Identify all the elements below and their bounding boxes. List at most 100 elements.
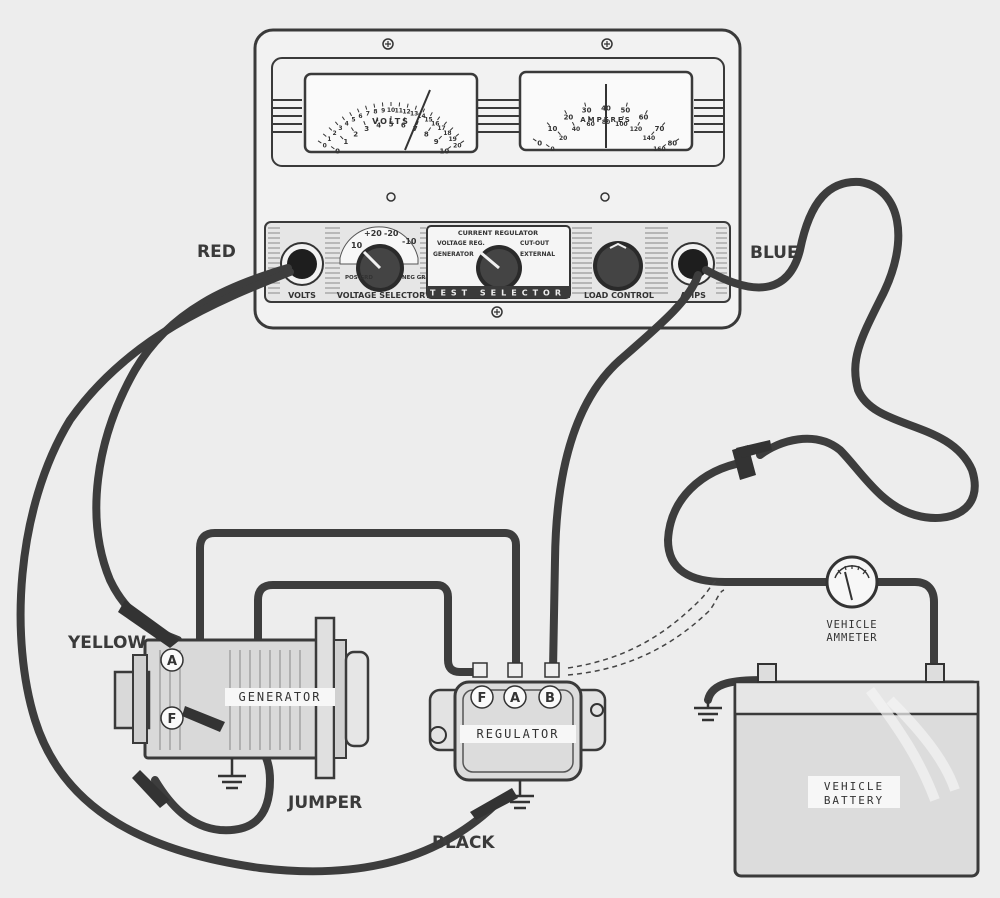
volts-jack-socket: [287, 249, 317, 279]
meter-tick-label: 40: [572, 126, 580, 133]
ground-icon: [506, 780, 534, 810]
meter-tick-label: 0: [335, 148, 340, 156]
meter-tick-label: 10: [440, 148, 450, 156]
generator-a-to-regulator-a: [196, 529, 520, 672]
regulator-terminal-b: B: [545, 691, 555, 706]
blue-lead-to-ammeter: [702, 177, 979, 522]
meter-tick: [317, 140, 322, 144]
meter-tick: [564, 110, 568, 115]
meter-tick-label: 1: [327, 136, 331, 143]
meter-tick: [429, 112, 433, 117]
meter-tick: [414, 105, 417, 110]
meter-tick-label: 5: [389, 120, 394, 128]
meter-tick: [460, 140, 465, 144]
ammeter-label-line1: VEHICLE: [826, 619, 877, 631]
mounting-hole-icon: [429, 726, 447, 744]
regulator-b-lead: [549, 271, 702, 674]
meter-tick: [662, 144, 667, 148]
voltage-mark: -20: [384, 229, 399, 238]
meter-tick: [651, 131, 655, 136]
ground-icon: [694, 700, 722, 722]
regulator: REGULATOR F A B: [428, 662, 607, 820]
meter-tick-label: 10: [548, 125, 558, 133]
meter-tick-label: 12: [402, 109, 410, 116]
battery-label-line1: VEHICLE: [824, 780, 884, 793]
meter-tick-label: 160: [653, 146, 666, 153]
volts-jack-label: VOLTS: [288, 291, 316, 300]
disconnected-lead-dashed: [567, 589, 725, 676]
generator-terminal-f-label: F: [168, 712, 177, 727]
voltage-mark: -10: [402, 237, 417, 246]
meter-tick: [625, 102, 628, 107]
meter-tick-label: 3: [338, 125, 342, 132]
meter-tick-label: 30: [582, 107, 592, 115]
meter-tick-label: 120: [630, 126, 643, 133]
test-leads: [16, 177, 979, 876]
red-lead-label: RED: [197, 242, 236, 262]
meter-tick-label: 11: [395, 107, 403, 114]
test-selector-label: TEST SELECTOR: [430, 289, 566, 298]
meter-tick-label: 0: [537, 140, 542, 148]
neg-grd-label: NEG GRD: [402, 275, 431, 281]
meter-tick-label: 50: [620, 107, 630, 115]
alligator-clip-icon: [118, 600, 180, 648]
vehicle-ammeter: VEHICLE AMMETER: [825, 555, 879, 644]
meter-tick: [363, 121, 366, 126]
meter-tick-label: 15: [424, 116, 432, 123]
meter-tick: [376, 117, 379, 122]
meter-tick: [406, 103, 409, 108]
meter-tick: [365, 105, 368, 110]
meter-tick: [661, 122, 666, 126]
meter-tick: [455, 133, 460, 137]
volts-meter-title: VOLTS: [372, 117, 410, 126]
meter-tick-label: 16: [431, 120, 439, 127]
battery-label-line2: BATTERY: [824, 794, 884, 807]
blue-lead-label: BLUE: [750, 243, 799, 263]
yellow-lead-label: YELLOW: [67, 633, 146, 653]
meter-tick: [349, 112, 353, 117]
amps-jack-socket: [678, 249, 708, 279]
meter-tick: [330, 146, 335, 150]
meter-tick: [373, 103, 376, 108]
meter-tick: [438, 135, 443, 140]
disconnected-lead-dashed: [567, 579, 719, 669]
generator-terminal-f: [160, 706, 184, 730]
hole-icon: [386, 192, 396, 202]
meter-tick-label: 4: [376, 122, 381, 130]
generator-f-to-regulator-f: [254, 581, 482, 676]
hole-icon: [600, 192, 610, 202]
regulator-terminal-a: A: [510, 691, 520, 706]
pulley-icon: [344, 650, 370, 748]
meter-tick-label: 0: [551, 146, 555, 153]
meter-tick-label: 20: [564, 114, 574, 122]
black-lead-label: BLACK: [432, 833, 495, 853]
meter-tick: [637, 121, 641, 126]
vehicle-battery: VEHICLE BATTERY: [694, 663, 980, 878]
pos-grd-label: POS GRD: [345, 275, 373, 281]
meter-tick: [428, 127, 432, 132]
red-lead-to-black-clip: [16, 268, 504, 876]
meter-tick: [545, 144, 550, 148]
meter-tick: [449, 127, 454, 131]
meter-tick: [416, 121, 419, 126]
test-selector-knob[interactable]: [476, 245, 522, 291]
meter-tick-label: 20: [453, 142, 461, 149]
voltage-selector-knob[interactable]: [356, 244, 404, 292]
meter-tick: [621, 115, 624, 121]
amps-jack-label: AMPS: [680, 291, 706, 300]
meter-tick: [588, 115, 591, 121]
voltage-selector-label: VOLTAGE SELECTOR: [337, 291, 426, 300]
meter-tick: [341, 116, 345, 121]
meter-tick-label: 19: [448, 136, 456, 143]
load-control-knob[interactable]: [593, 241, 643, 291]
test-selector-title: CURRENT REGULATOR: [458, 229, 538, 237]
meter-tick-label: 6: [358, 113, 362, 120]
regulator-label: REGULATOR: [476, 727, 559, 741]
meter-tick-label: 9: [381, 107, 385, 114]
mounting-hole-icon: [590, 703, 604, 717]
meter-tick-label: 5: [351, 116, 355, 123]
